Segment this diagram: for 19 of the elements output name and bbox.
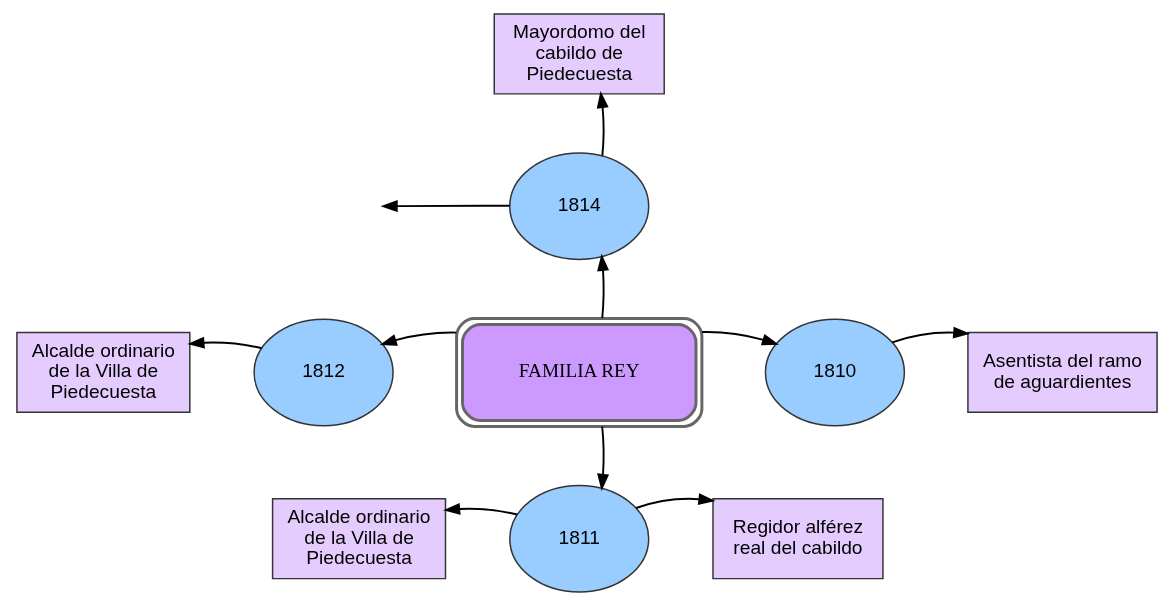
- node-ellipse: 1810: [764, 318, 906, 427]
- arrow: [597, 253, 610, 319]
- arrow: [187, 336, 263, 350]
- node-box: Regidor alférez real del cabildo: [712, 498, 884, 580]
- arrow: [701, 331, 780, 346]
- arrow: [379, 331, 458, 346]
- arrow: [597, 425, 610, 491]
- node-ellipse: 1811: [509, 484, 650, 593]
- arrow: [596, 91, 609, 157]
- node-box: FAMILIA REY: [455, 317, 704, 428]
- node-ellipse: 1814: [509, 152, 650, 261]
- arrow: [443, 502, 519, 516]
- node-ellipse: 1812: [253, 318, 394, 427]
- node-box: Mayordomo del cabildo de Piedecuesta: [493, 13, 665, 95]
- node-box: Alcalde ordinario de la Villa de Piedecuesta: [271, 498, 447, 580]
- arrow: [635, 493, 716, 509]
- node-box: Asentista del ramo de aguardientes: [967, 331, 1158, 414]
- arrow: [891, 326, 971, 344]
- node-box: Alcalde ordinario de la Villa de Piedecuesta: [16, 331, 191, 414]
